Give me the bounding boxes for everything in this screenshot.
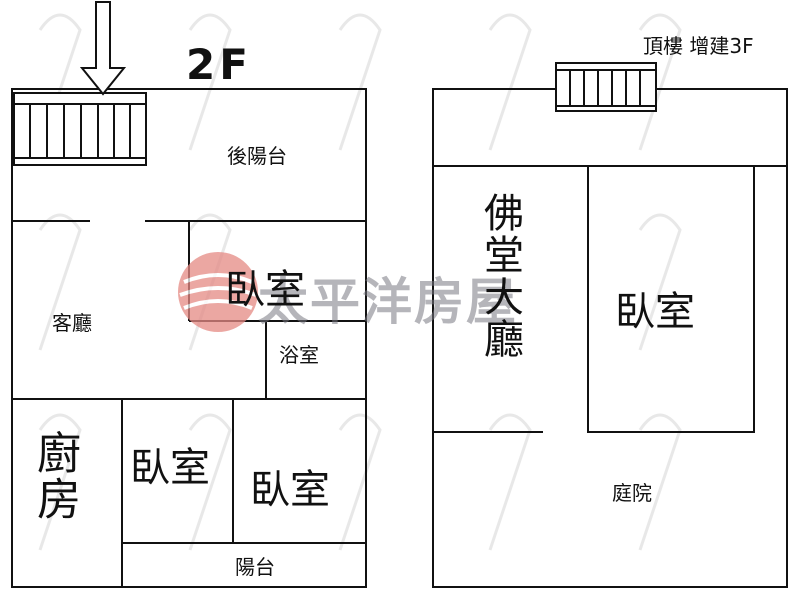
label-bathroom: 浴室 (279, 343, 319, 367)
down-arrow-icon (79, 1, 127, 96)
watermark-logo-icon (178, 252, 258, 332)
top-note: 頂樓 增建3F (643, 34, 754, 58)
label-bedroom-b: 臥室 (130, 445, 210, 491)
label-bedroom-a: 臥室 (225, 267, 305, 313)
label-living-room: 客廳 (52, 311, 92, 335)
label-kitchen: 廚房 (29, 430, 80, 522)
label-balcony: 陽台 (235, 555, 275, 579)
watermark-pattern (38, 13, 682, 551)
label-buddha-hall: 佛堂大廳 (477, 192, 523, 360)
floor-title: 2F (186, 40, 252, 89)
watermark-text: 太平洋房屋 (258, 272, 518, 331)
label-rear-balcony: 後陽台 (227, 144, 287, 168)
label-courtyard: 庭院 (612, 481, 652, 505)
label-bedroom-c: 臥室 (250, 467, 330, 513)
rooftop-staircase-icon (555, 62, 657, 112)
staircase-icon (13, 92, 147, 166)
label-rooftop-bedroom: 臥室 (615, 289, 695, 335)
